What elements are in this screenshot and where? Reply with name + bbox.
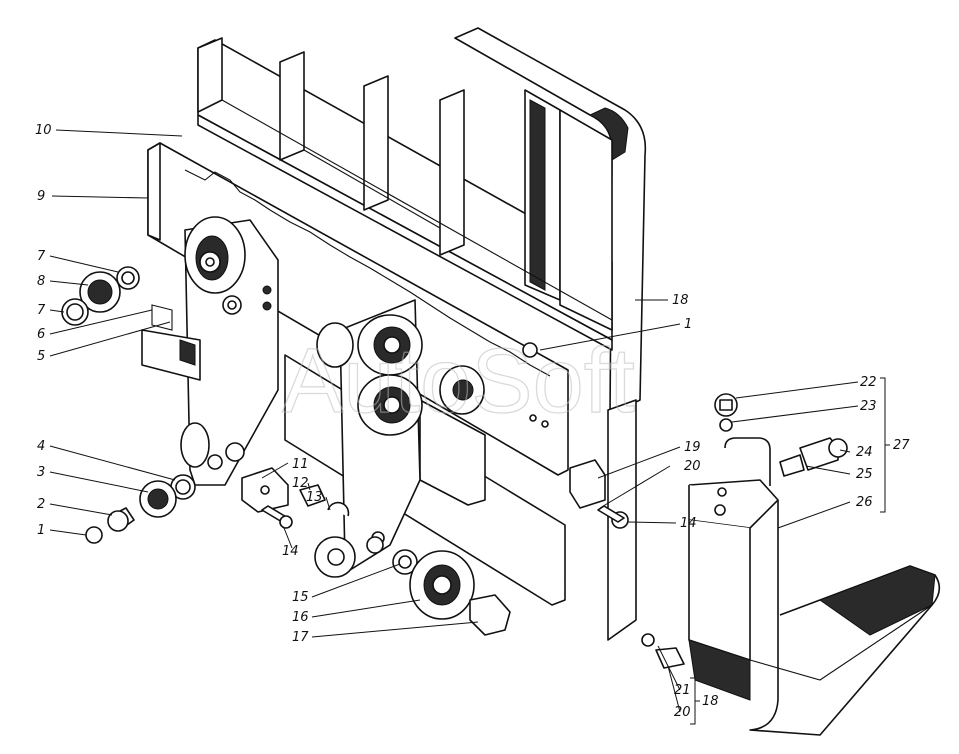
fork-pin-assembly [714, 393, 848, 477]
callout-20-right: 20 [684, 459, 701, 474]
callout-23: 23 [860, 399, 877, 414]
callout-7-low: 7 [37, 303, 46, 318]
callout-25: 25 [856, 467, 873, 482]
callout-14-left: 14 [282, 544, 299, 559]
callout-17: 17 [292, 630, 309, 645]
callout-15: 15 [292, 590, 309, 605]
left-roller-plate [180, 216, 279, 486]
callout-4: 4 [37, 439, 45, 454]
callout-12: 12 [292, 476, 309, 491]
callout-27: 27 [893, 438, 910, 453]
callout-6: 6 [37, 327, 45, 342]
leader-lines [49, 129, 890, 725]
callout-8: 8 [37, 274, 45, 289]
callout-labels: 10 9 7 8 7 6 5 4 3 2 1 11 12 13 14 15 16… [35, 123, 910, 720]
callout-18-plate: 18 [672, 293, 689, 308]
callout-19: 19 [684, 440, 701, 455]
callout-14-right: 14 [680, 516, 697, 531]
left-bearing-stack [61, 266, 201, 544]
callout-10: 10 [35, 123, 52, 138]
callout-24: 24 [856, 445, 873, 460]
fork-arm [688, 437, 941, 736]
callout-1-right: 1 [684, 317, 692, 332]
callout-22: 22 [860, 375, 877, 390]
right-clamp-and-plate [522, 342, 685, 669]
watermark-text: AutoSoft [282, 330, 635, 432]
callout-5: 5 [37, 349, 45, 364]
callout-2: 2 [37, 497, 45, 512]
callout-7-top: 7 [37, 249, 46, 264]
callout-9: 9 [37, 189, 45, 204]
clamp-block-and-screws [241, 467, 350, 529]
callout-13: 13 [306, 490, 323, 505]
center-bearing-stack [366, 536, 511, 636]
callout-20-bottom: 20 [674, 705, 691, 720]
callout-1-left: 1 [37, 523, 45, 538]
callout-16: 16 [292, 610, 309, 625]
callout-21-bottom: 21 [674, 683, 691, 698]
callout-11: 11 [292, 457, 309, 472]
middle-roller-assembly [314, 299, 485, 578]
carriage-back-plate [197, 27, 647, 416]
callout-26: 26 [856, 495, 873, 510]
callout-18-bottom: 18 [702, 694, 719, 709]
callout-3: 3 [37, 465, 45, 480]
